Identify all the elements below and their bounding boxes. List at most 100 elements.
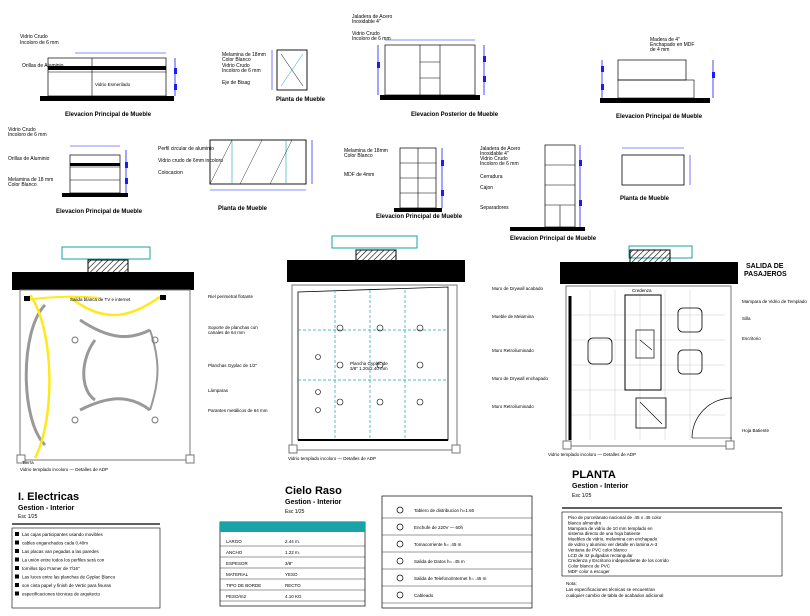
elec-note: son cinta papel y finish de Vertic para … — [22, 583, 112, 588]
planta-mueble-2: Perfil circular de aluminio Vidrio crudo… — [158, 139, 313, 212]
note-bullet — [15, 557, 19, 562]
elec-note: Las placas van pegadas a las paredes — [22, 549, 100, 554]
floor-note: Muebles de vidrio, melamina con enchapad… — [568, 537, 658, 542]
floor-note: Credenza y Escritorio independiente de l… — [568, 558, 669, 563]
elec-note: cables enganchados cada 0.40m — [22, 541, 88, 546]
floor-note: Ventana de PVC color blanco — [568, 547, 627, 552]
legend-elec-subtitle: Gestion - Interior — [18, 505, 75, 512]
ceil-label-0: Riel perimetral flotante — [208, 294, 254, 299]
elev5-label-1: Color Blanco — [344, 153, 373, 159]
floor-tiles — [570, 290, 725, 440]
elev5-label-0: Melamina de 18mm — [344, 148, 388, 154]
floor-note: de vidrio y aluminio ver detalle en lami… — [568, 542, 658, 547]
elev1-label-0: Vidrio Crudo — [20, 34, 48, 40]
legend-floor-scale: Esc 1/25 — [572, 493, 592, 499]
plan2-label-0: Perfil circular de aluminio — [158, 146, 214, 152]
ceil-table-key: LARGO — [226, 539, 242, 544]
salida-label-1: SALIDA DE — [746, 263, 784, 270]
floor-note: Mampara de vidrio de 10 mm templado en — [568, 526, 653, 531]
ceil-label-7: 3/8" 1.20x2.40 mm — [350, 366, 388, 371]
floor-footer-note: cualquier cambio de tabla de acabados ad… — [566, 593, 663, 598]
ceiling-plan: Riel perimetral flotante Soporte de plan… — [208, 235, 465, 461]
elevacion-principal-6: Jaladera de Acero Inoxidable 4" Vidrio C… — [480, 144, 597, 242]
plan1-label-3: Incoloro de 6 mm — [222, 68, 261, 74]
elev2-label-0: Jaladera de Acero — [352, 14, 393, 20]
floor-note: LCD de 42 pulgadas rectangular — [568, 553, 633, 558]
note-bullet — [15, 566, 19, 570]
note-bullet — [15, 540, 19, 545]
elev6-label-6: Separadores — [480, 205, 509, 211]
ceil-table-value: 4.10 KG — [285, 594, 302, 599]
ceil-table-key: MATERIAL — [226, 572, 249, 577]
elev1-title: Elevacion Principal de Mueble — [65, 112, 152, 118]
elev4-label-3: Melamina de 18 mm — [8, 177, 53, 183]
elev2-title: Elevacion Posterior de Mueble — [411, 112, 499, 118]
elev4-label-0: Vidrio Crudo — [8, 127, 36, 133]
symbol-icon — [396, 591, 404, 599]
note-bullet — [15, 591, 19, 596]
symbol-icon — [396, 574, 404, 582]
legend-ceil-scale: Esc 1/25 — [285, 509, 305, 515]
floor-label-7: Escritorio — [742, 336, 761, 341]
elevacion-posterior: Jaladera de Acero Inoxidable 4" Vidrio C… — [352, 14, 499, 118]
floor-plan: Muro de Drywall acabado Mueble de Melami… — [492, 245, 807, 457]
note-bullet — [15, 532, 19, 536]
elev3-label-0: Madera de 4" — [650, 37, 680, 43]
ceil-label-1: Soporte de planchas con — [208, 325, 258, 330]
ceil-table-key: ANCHO — [226, 550, 243, 555]
floor-note: sistema directo de una hoja batiente — [568, 531, 641, 536]
floor-label-4: Muro Retroiluminado — [492, 404, 534, 409]
plan2-label-1: Vidrio crudo de 6mm incoloro — [158, 158, 223, 164]
elev5-title: Elevacion Principal de Mueble — [376, 214, 463, 220]
electrical-plan: Salida blanca de TV e internet Tierra Vi… — [12, 246, 195, 472]
elev6-label-4: Cerradura — [480, 174, 503, 180]
plan1-label-0: Melamina de 18mm — [222, 52, 266, 58]
floor-label-10: Credenza — [632, 288, 652, 293]
plan1-label-1: Color Blanco — [222, 57, 251, 63]
elev4-title: Elevacion Principal de Mueble — [56, 209, 143, 215]
ceil-label-2: canales de 64 mm — [208, 330, 245, 335]
elev3-label-1: Enchapado en MDF — [650, 42, 694, 48]
floor-note: blanco almendro — [568, 520, 602, 525]
elev2-label-3: Incoloro de 6 mm — [352, 36, 391, 42]
legend-ceil-title: Cielo Raso — [285, 485, 342, 497]
elevacion-principal-4: Vidrio Crudo Incoloro de 6 mm Orillas de… — [8, 127, 143, 215]
note-bullet — [15, 574, 19, 579]
note-bullet — [15, 549, 19, 553]
floor-note: Piso de porcelanato nacional de .45 x .4… — [568, 515, 662, 520]
elev3-title: Elevacion Principal de Mueble — [616, 114, 703, 120]
ceil-label-6: Plancha Gyplac de — [350, 361, 388, 366]
elev6-title: Elevacion Principal de Mueble — [510, 236, 597, 242]
plan1-title: Planta de Mueble — [276, 97, 326, 103]
floor-label-8: Hoja Batiente — [742, 428, 770, 433]
symbol-icon — [396, 506, 404, 514]
elev6-label-1: Inoxidable 4" — [480, 151, 509, 157]
floor-label-0: Muro de Drywall acabado — [492, 286, 544, 291]
elev6-label-5: Cajon — [480, 185, 493, 191]
plan2-label-2: Colocacion — [158, 170, 183, 176]
legend-elec-scale: Esc 1/25 — [18, 514, 38, 520]
elev2-label-2: Vidrio Crudo — [352, 31, 380, 37]
elev5-label-2: MDF de 4mm — [344, 172, 374, 178]
ceil-table-key: TIPO DE BORDE — [226, 583, 261, 588]
elev3-label-2: de 4 mm — [650, 47, 669, 53]
elev4-label-1: Incoloro de 6 mm — [8, 132, 47, 138]
legend-electrical: I. Electricas Gestion - Interior Esc 1/2… — [11, 491, 161, 609]
symbol-label: Salida de Datos h= .45 m — [414, 559, 465, 564]
legend-elec-notes: Las cajas participantes usando movibles c… — [15, 532, 116, 597]
ceil-table-key: PESO/m2 — [226, 594, 247, 599]
elev6-label-2: Vidrio Crudo — [480, 156, 508, 162]
elec-label-tv: Salida blanca de TV e internet — [70, 297, 131, 302]
elec-note: Las cajas participantes usando movibles — [22, 532, 104, 537]
elev4-label-4: Color Blanco — [8, 182, 37, 188]
floor-footer-note: Las especificaciones técnicas se encuent… — [566, 587, 656, 592]
legend-floor-subtitle: Gestion - Interior — [572, 483, 629, 490]
lamp-grid — [315, 324, 424, 413]
elev6-label-3: Incoloro de 6 mm — [480, 161, 519, 167]
floor-label-9: Ventanilla de LCD 42 — [660, 279, 703, 284]
ceil-bottom-note: Vidrio templado incoloro — Detalles de A… — [288, 456, 376, 461]
ceil-table-value: YESO — [285, 572, 298, 577]
